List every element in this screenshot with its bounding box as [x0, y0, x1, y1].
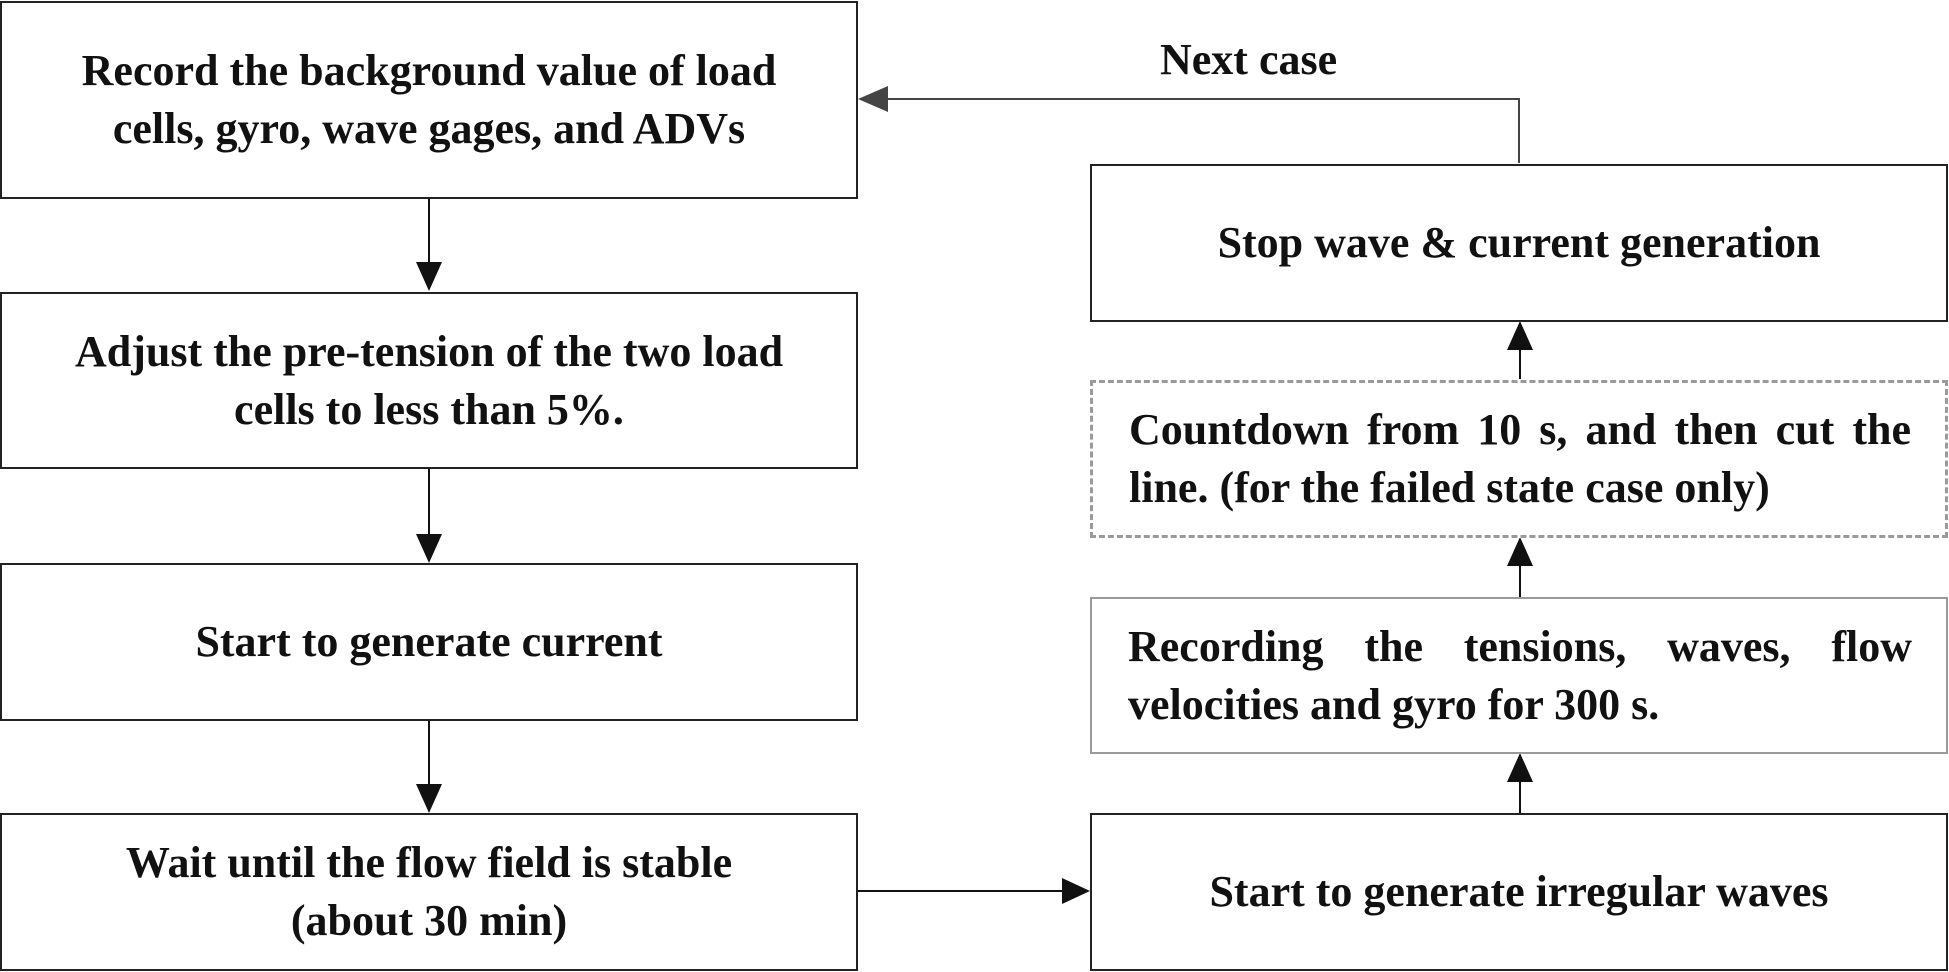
- arrow-current-to-wait: [416, 720, 442, 813]
- arrow-recording-to-countdown: [1507, 537, 1533, 597]
- arrow-next-case-feedback: [858, 86, 1520, 163]
- step-record-background: Record the background value of load cell…: [0, 1, 858, 199]
- arrow-waves-to-recording: [1507, 753, 1533, 813]
- step-wait-flow-stable-text: Wait until the flow field is stable (abo…: [125, 838, 733, 945]
- step-start-current-text: Start to generate current: [195, 617, 663, 666]
- step-stop-generation-text: Stop wave & current generation: [1217, 218, 1821, 267]
- step-start-irregular-waves-text: Start to generate irregular waves: [1209, 867, 1829, 916]
- step-record-background-text: Record the background value of load cell…: [81, 46, 777, 153]
- step-recording: Recording the tensions, waves, flow velo…: [1090, 597, 1948, 754]
- step-adjust-pretension: Adjust the pre-tension of the two load c…: [0, 292, 858, 469]
- step-wait-flow-stable: Wait until the flow field is stable (abo…: [0, 813, 858, 971]
- step-countdown-cut-line: Countdown from 10 s, and then cut the li…: [1090, 380, 1948, 538]
- step-adjust-pretension-text: Adjust the pre-tension of the two load c…: [74, 326, 784, 434]
- step-recording-text: Recording the tensions, waves, flow velo…: [1128, 621, 1912, 729]
- next-case-label: Next case: [1160, 35, 1338, 84]
- step-stop-generation: Stop wave & current generation: [1090, 164, 1948, 322]
- arrow-adjust-to-current: [416, 469, 442, 563]
- arrow-record-to-adjust: [416, 199, 442, 291]
- step-countdown-cut-line-text: Countdown from 10 s, and then cut the li…: [1129, 405, 1911, 512]
- arrow-wait-to-waves: [857, 878, 1090, 904]
- arrow-countdown-to-stop: [1507, 321, 1533, 379]
- step-start-current: Start to generate current: [0, 563, 858, 721]
- step-start-irregular-waves: Start to generate irregular waves: [1090, 813, 1948, 971]
